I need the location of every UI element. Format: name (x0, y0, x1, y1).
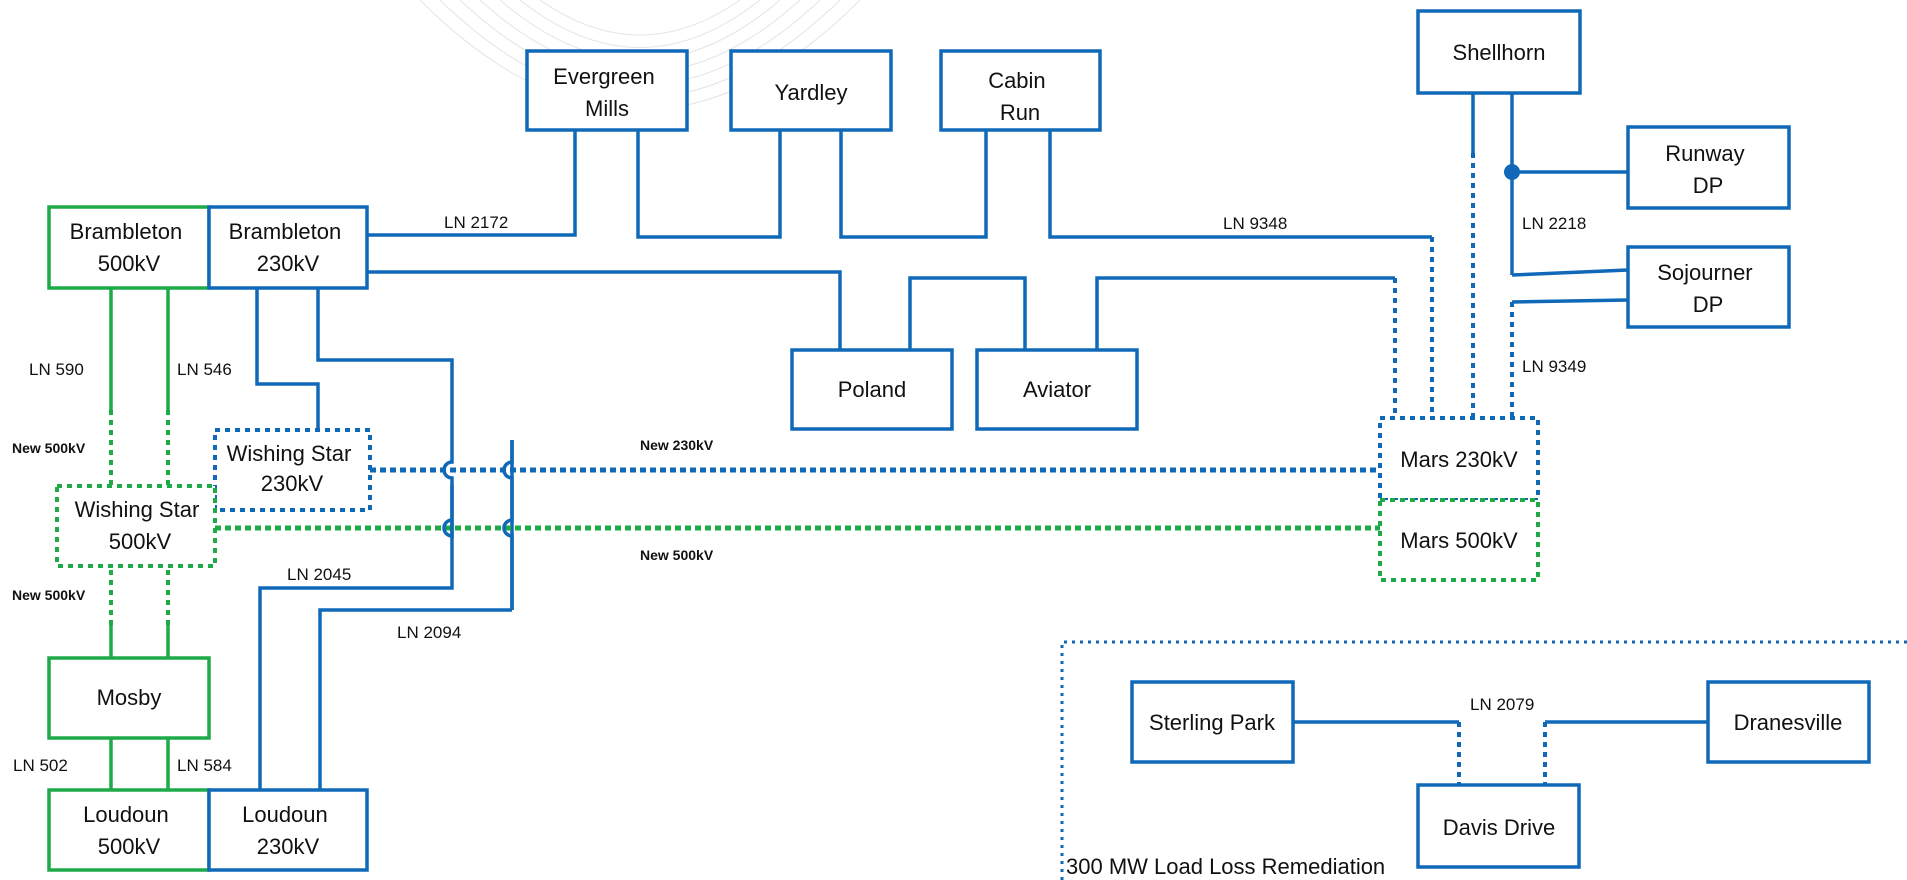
new-500kv-mars-label: New 500kV (640, 547, 714, 563)
aviator-label: Aviator (1023, 377, 1091, 402)
mars-500kv-box (1378, 498, 1540, 582)
line-yardley-cabinrun-loop (839, 130, 988, 239)
sojourner-dp-label: Sojourner DP (1657, 260, 1759, 317)
new-500kv-north-label: New 500kV (12, 440, 86, 456)
substation-labels: Brambleton 500kV Brambleton 230kV Evergr… (70, 40, 1843, 859)
loudoun-500kv-box (47, 788, 211, 872)
ln-2045-label: LN 2045 (287, 565, 351, 584)
poland-box (790, 348, 954, 431)
evergreen-mills-box (525, 49, 689, 132)
mars-230kv-box (1378, 416, 1540, 502)
new-line-labels: New 230kV New 500kV New 500kV New 500kV (12, 437, 714, 603)
line-brambleton-ln2094 (316, 288, 454, 440)
sojourner-dp-box (1626, 245, 1791, 329)
ln-2079-label: LN 2079 (1470, 695, 1534, 714)
lines-500kv-existing (109, 288, 170, 790)
runway-dp-box (1626, 125, 1791, 210)
sterling-park-box (1130, 680, 1295, 764)
proposed-substation-boxes (55, 416, 1540, 582)
runway-dp-label: Runway DP (1665, 141, 1751, 198)
dranesville-label: Dranesville (1734, 710, 1843, 735)
ln-9349-label: LN 9349 (1522, 357, 1586, 376)
ln-2094-label: LN 2094 (397, 623, 461, 642)
remediation-note: 300 MW Load Loss Remediation (1066, 854, 1385, 879)
evergreen-mills-label: Evergreen Mills (553, 64, 661, 121)
brambleton-230kv-label: Brambleton 230kV (229, 219, 348, 276)
loudoun-230kv-box (207, 788, 369, 872)
wishing-star-500kv-label: Wishing Star 500kV (75, 497, 206, 554)
line-to-loudoun-ln2045 (258, 578, 454, 790)
loudoun-500kv-label: Loudoun 500kV (83, 802, 175, 859)
poland-label: Poland (838, 377, 907, 402)
brambleton-500kv-box (47, 205, 211, 290)
line-sojourner-tap (1511, 268, 1629, 277)
line-sojourner-ln9349-solid (1511, 298, 1629, 304)
ln-2218-label: LN 2218 (1522, 214, 1586, 233)
cabin-run-box (939, 49, 1102, 132)
wishing-star-230kv-label: Wishing Star 230kV (227, 441, 358, 496)
lines-230kv-existing (255, 93, 1708, 790)
substation-boxes (47, 9, 1871, 872)
ln-2172-label: LN 2172 (444, 213, 508, 232)
line-evergreen-yardley-loop (636, 130, 782, 239)
line-brambleton-poland (367, 270, 842, 350)
mosby-label: Mosby (97, 685, 162, 710)
mars-230kv-label: Mars 230kV (1400, 447, 1518, 472)
davis-drive-label: Davis Drive (1443, 815, 1555, 840)
davis-drive-box (1416, 783, 1581, 869)
new-230kv-label: New 230kV (640, 437, 714, 453)
brambleton-230kv-box (207, 205, 369, 290)
lines-500kv-new-dotted (109, 410, 170, 625)
wishing-star-230kv-box (213, 428, 372, 512)
loudoun-230kv-label: Loudoun 230kV (242, 802, 334, 859)
new-500kv-south-label: New 500kV (12, 587, 86, 603)
line-poland-aviator-loop (908, 276, 1027, 350)
aviator-box (975, 348, 1139, 431)
line-ln-9348-solid (1048, 130, 1432, 239)
dranesville-box (1706, 680, 1871, 764)
mars-500kv-label: Mars 500kV (1400, 528, 1518, 553)
ln-2218-junction (1504, 164, 1520, 180)
ln-584-label: LN 584 (177, 756, 232, 775)
mosby-box (47, 656, 211, 740)
cabin-run-label: Cabin Run (988, 68, 1052, 125)
ln-546-label: LN 546 (177, 360, 232, 379)
ln-502-label: LN 502 (13, 756, 68, 775)
shellhorn-label: Shellhorn (1453, 40, 1546, 65)
lines-230kv-dotted (1393, 153, 1547, 785)
yardley-label: Yardley (775, 80, 848, 105)
line-to-loudoun-ln2094 (318, 608, 512, 790)
ln-590-label: LN 590 (29, 360, 84, 379)
line-labels: LN 2172 LN 9348 LN 2218 LN 9349 LN 590 L… (13, 213, 1586, 775)
remediation-area-outline (1060, 640, 1907, 880)
yardley-box (729, 49, 893, 132)
wishing-star-500kv-box (55, 484, 217, 568)
brambleton-500kv-label: Brambleton 500kV (70, 219, 189, 276)
sterling-park-label: Sterling Park (1149, 710, 1276, 735)
line-crossings (442, 440, 514, 610)
line-aviator-mars-solid (1095, 276, 1395, 350)
shellhorn-box (1416, 9, 1582, 95)
ln-9348-label: LN 9348 (1223, 214, 1287, 233)
line-ln-2172 (367, 130, 577, 237)
